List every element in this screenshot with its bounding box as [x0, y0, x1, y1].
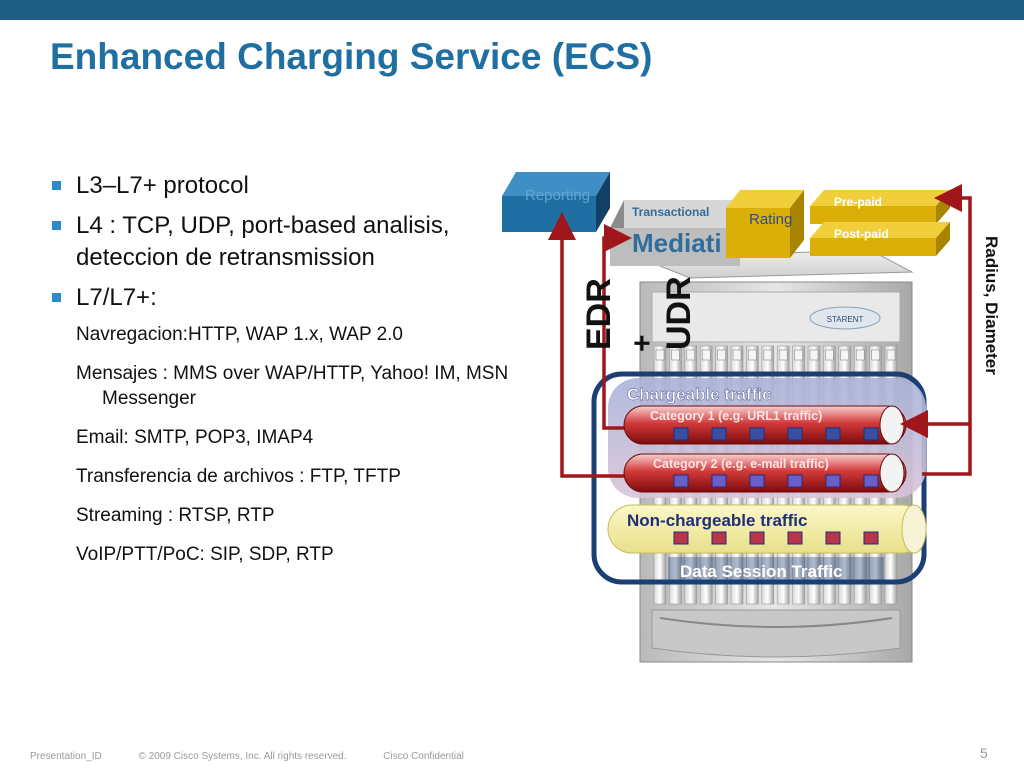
edr-label: EDR [580, 278, 618, 350]
card-latch [655, 349, 665, 361]
card-latch [732, 349, 742, 361]
plus-label: + [626, 334, 659, 352]
packet [749, 531, 765, 545]
transactional-label: Transactional [632, 205, 709, 219]
vendor-logo: STARENT [827, 315, 864, 324]
postpaid-label: Post-paid [834, 227, 889, 241]
card-latch [717, 349, 726, 361]
bullet-item: L4 : TCP, UDP, port-based analisis, dete… [50, 210, 520, 274]
mediation-label: Mediati [632, 228, 722, 258]
session-label: Data Session Traffic [680, 562, 843, 581]
packet [749, 474, 765, 488]
page-number: 5 [980, 745, 988, 761]
mediation-box: Transactional Mediati [610, 200, 740, 266]
packets-row-2 [673, 474, 879, 488]
card-latch [809, 349, 819, 361]
packet [673, 427, 689, 441]
non-chargeable-tube: Non-chargeable traffic [607, 504, 927, 554]
reporting-label: Reporting [525, 187, 590, 204]
prepaid-label: Pre-paid [834, 195, 882, 209]
footer: Presentation_ID © 2009 Cisco Systems, In… [30, 751, 498, 762]
packets-row-1 [673, 427, 879, 441]
category-2-tube: Category 2 (e.g. e-mail traffic) [623, 453, 907, 493]
sub-bullet-item: VoIP/PTT/PoC: SIP, SDP, RTP [76, 544, 334, 565]
footer-presentation-id: Presentation_ID [30, 751, 102, 762]
card-latch [671, 349, 680, 361]
card-latch [794, 349, 803, 361]
bullet-list: L3–L7+ protocol L4 : TCP, UDP, port-base… [50, 170, 520, 581]
packet [863, 427, 879, 441]
sub-bullet-item: Transferencia de archivos : FTP, TFTP [76, 466, 401, 487]
card-latch [686, 349, 696, 361]
card-latch [855, 349, 865, 361]
packets-row-3 [673, 531, 879, 545]
packet [711, 427, 727, 441]
non-chargeable-label: Non-chargeable traffic [627, 511, 807, 530]
packet [787, 427, 803, 441]
category-2-label: Category 2 (e.g. e-mail traffic) [653, 457, 829, 471]
packet [787, 474, 803, 488]
flow-arrows [548, 184, 972, 478]
prepaid-box: Pre-paid [810, 190, 950, 224]
slide-title: Enhanced Charging Service (ECS) [50, 36, 653, 77]
bullet-item: L3–L7+ protocol [50, 170, 520, 202]
packet [825, 427, 841, 441]
packet [863, 531, 879, 545]
sub-bullet-item: Navregacion:HTTP, WAP 1.x, WAP 2.0 [76, 324, 403, 345]
packet [711, 474, 727, 488]
sub-bullet-item: Email: SMTP, POP3, IMAP4 [76, 427, 314, 448]
footer-copyright: © 2009 Cisco Systems, Inc. All rights re… [138, 751, 347, 762]
chargeable-label: Chargeable traffic [627, 385, 772, 404]
card-latch [778, 349, 788, 361]
postpaid-box: Post-paid [810, 222, 950, 256]
card-latch [825, 349, 834, 361]
card-latch [886, 349, 896, 361]
packet [787, 531, 803, 545]
card-latch [701, 349, 711, 361]
top-bar [0, 0, 1024, 20]
radius-diameter-label: Radius, Diameter [982, 236, 1001, 375]
footer-confidential: Cisco Confidential [383, 751, 464, 762]
bullet-marker [52, 221, 61, 230]
rating-box: Rating [726, 190, 804, 258]
category-1-tube: Category 1 (e.g. URL1 traffic) [623, 405, 907, 445]
bullet-item: L7/L7+: [50, 282, 520, 314]
packet [863, 474, 879, 488]
sub-bullet-item: Streaming : RTSP, RTP [76, 505, 275, 526]
rating-label: Rating [749, 211, 792, 228]
reporting-box: Reporting [502, 172, 610, 232]
bullet-marker [52, 293, 61, 302]
packet [825, 531, 841, 545]
card-latch [763, 349, 773, 361]
bullet-marker [52, 181, 61, 190]
category-1-label: Category 1 (e.g. URL1 traffic) [650, 409, 822, 423]
card-latch [871, 349, 880, 361]
packet [749, 427, 765, 441]
packet [673, 531, 689, 545]
sub-bullet-item: Mensajes : MMS over WAP/HTTP, Yahoo! IM,… [76, 363, 509, 409]
packet [825, 474, 841, 488]
card-latch [748, 349, 757, 361]
udr-label: UDR [660, 276, 698, 350]
card-latch [840, 349, 850, 361]
packet [711, 531, 727, 545]
packet [673, 474, 689, 488]
session-label-band [668, 557, 884, 583]
